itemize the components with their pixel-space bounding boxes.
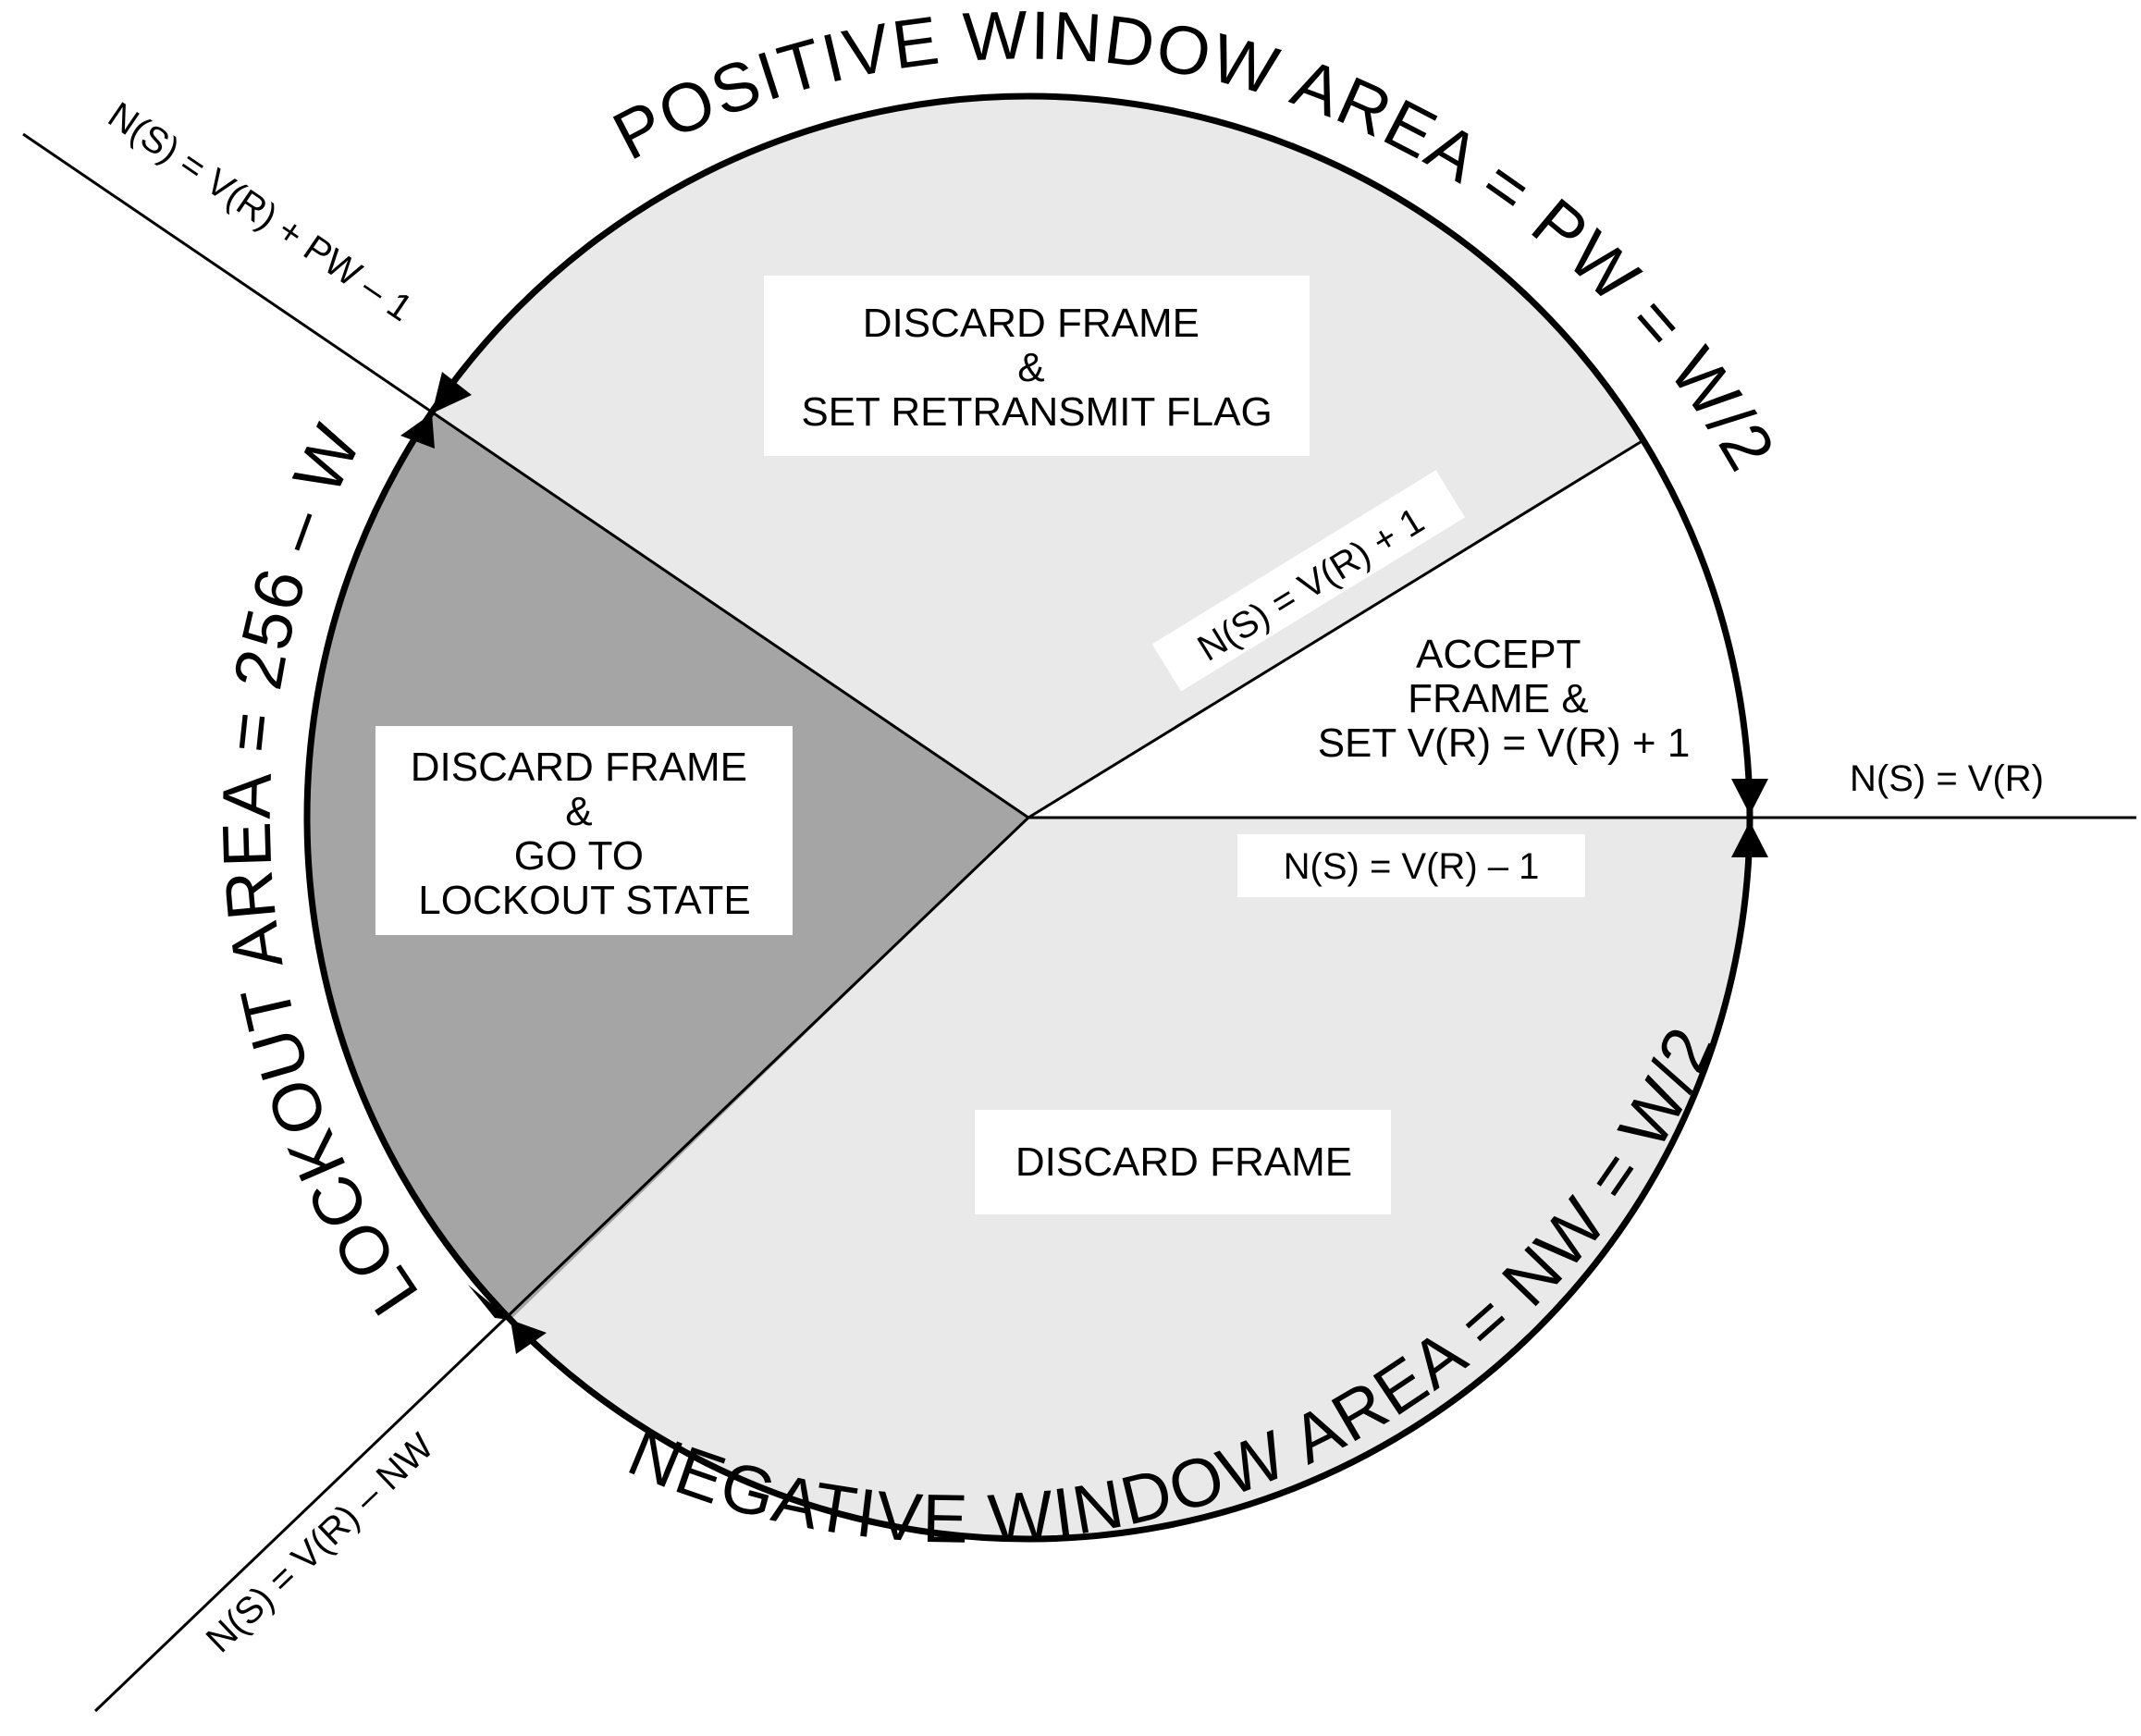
- lockout-region-label: DISCARD FRAME & GO TO LOCKOUT STATE: [411, 745, 758, 923]
- arrow-up-icon: [1731, 821, 1768, 857]
- accept-line-2: FRAME &: [1408, 676, 1589, 721]
- label-vr-minus-1-box: [1237, 834, 1585, 897]
- positive-region-label: DISCARD FRAME & SET RETRANSMIT FLAG: [801, 301, 1272, 435]
- lockout-line-2: &: [565, 789, 592, 834]
- label-vr-minus-1: N(S) = V(R) – 1: [1284, 846, 1540, 887]
- label-lower-boundary: N(S) = V(R) – NW: [199, 1426, 442, 1661]
- accept-region-label: ACCEPT FRAME & SET V(R) = V(R) + 1: [1318, 632, 1691, 766]
- upper-boundary-line: [22, 132, 1029, 819]
- negative-region-label: DISCARD FRAME: [1015, 1139, 1352, 1185]
- arrow-upper-outer-icon: [432, 372, 472, 413]
- accept-line-1: ACCEPT: [1416, 632, 1581, 677]
- positive-label-box: [764, 276, 1310, 456]
- lower-boundary-line: [93, 816, 1030, 1713]
- arrow-lower-inner-icon: [511, 1320, 547, 1354]
- lockout-line-4: LOCKOUT STATE: [418, 878, 750, 923]
- accept-boundary-line: [1027, 438, 1644, 819]
- positive-line-3: SET RETRANSMIT FLAG: [801, 389, 1272, 435]
- arrow-down-icon: [1731, 779, 1768, 815]
- arrow-lower-outer-icon: [468, 1285, 511, 1320]
- positive-line-1: DISCARD FRAME: [863, 301, 1200, 346]
- lockout-line-3: GO TO: [514, 833, 644, 879]
- lockout-line-1: DISCARD FRAME: [411, 745, 747, 790]
- lockout-label-box: [375, 726, 793, 935]
- positive-line-2: &: [1017, 345, 1044, 390]
- negative-label-box: [975, 1110, 1391, 1214]
- positive-window-sector: [432, 96, 1643, 818]
- negative-line-1: DISCARD FRAME: [1015, 1139, 1352, 1185]
- label-vr: N(S) = V(R): [1850, 758, 2044, 799]
- label-vr-plus-1-box: [1151, 470, 1466, 692]
- accept-sector: [1028, 440, 1751, 818]
- accept-line-3: SET V(R) = V(R) + 1: [1318, 720, 1691, 766]
- arrow-upper-inner-icon: [400, 413, 435, 449]
